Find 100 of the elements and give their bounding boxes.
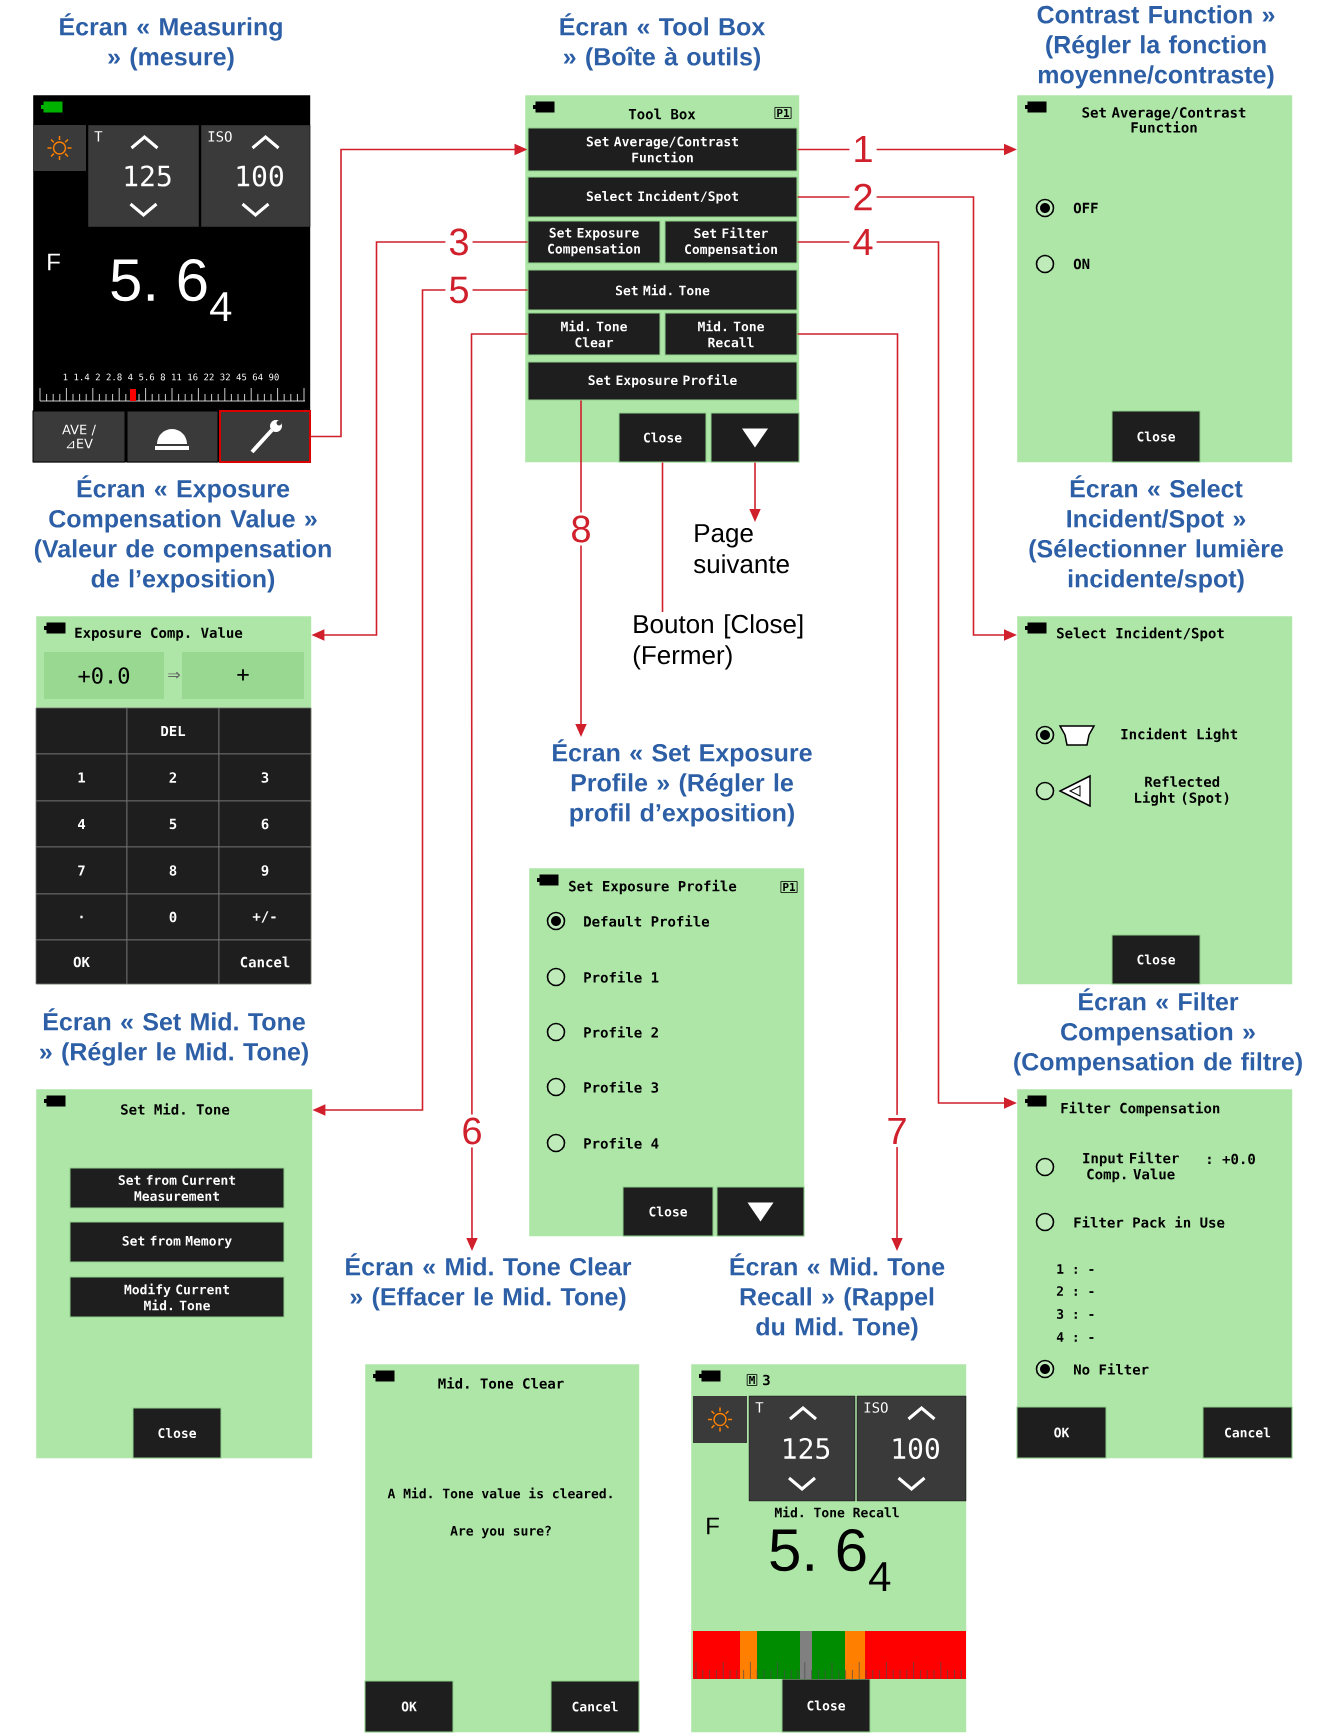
screen-heading: Écran « Set Mid. Tone » (Régler le Mid. Tone) — [39, 1008, 308, 1066]
button: Set Exposure Profile — [527, 361, 798, 401]
screen-heading: Contrast Function » (Régler la fonction moyenne/contraste) — [1037, 5, 1275, 89]
edge-label: 7 — [883, 1114, 911, 1148]
button: Close — [1111, 934, 1201, 985]
edge-label: 2 — [849, 180, 877, 214]
keypad-key — [218, 707, 312, 755]
button: Set Filter Compensation — [664, 220, 798, 264]
keypad-key: 2 — [126, 753, 220, 802]
page-indicator: P1 — [780, 881, 798, 893]
button: Cancel — [1202, 1406, 1293, 1459]
filter-slot-label: 3 : - — [1057, 1309, 1094, 1319]
filter-slot-label: 1 : - — [1057, 1264, 1094, 1274]
screen-heading: Écran « Mid. Tone Clear » (Effacer le Mid. Tone) — [346, 1253, 632, 1311]
option-label: Reflected Light (Spot) — [1135, 776, 1229, 806]
option-label: Profile 1 — [584, 971, 659, 983]
button: Close — [132, 1407, 222, 1459]
button: Close — [618, 412, 707, 463]
message-text: A Mid. Tone value is cleared. — [387, 1487, 612, 1499]
keypad-key: Cancel — [218, 939, 312, 985]
edge-label: 6 — [458, 1114, 486, 1148]
option-label: Profile 3 — [584, 1081, 659, 1093]
message-text: Are you sure? — [450, 1525, 551, 1539]
memory-indicator: M — [746, 1374, 758, 1386]
keypad-key: 5 — [126, 800, 220, 848]
button: Close — [1111, 410, 1201, 463]
aperture-value: 5. 6$_{4}$ — [770, 1528, 891, 1592]
keypad-key — [126, 939, 220, 985]
value-field: +0.0 — [44, 652, 164, 699]
button: AVE / ⊿EV — [32, 410, 126, 463]
value-panel: ISO 100 — [200, 124, 311, 228]
button: Close — [781, 1678, 871, 1733]
keypad-key: 8 — [126, 846, 220, 895]
button: Close — [622, 1186, 714, 1237]
annotation-text: Page suivante — [693, 524, 789, 574]
mode-label: Mid. Tone Recall — [774, 1506, 899, 1518]
value-field: + — [182, 652, 304, 699]
value-panel: T 125 — [87, 124, 200, 228]
f-label: F — [707, 1517, 719, 1535]
keypad-key: 1 — [35, 753, 128, 802]
button: Modify Current Mid. Tone — [69, 1276, 285, 1318]
screen-heading: Écran « Tool Box » (Boîte à outils) — [560, 13, 766, 71]
screen-title: Filter Compensation — [1061, 1101, 1220, 1117]
option-label: Incident Light — [1121, 727, 1238, 743]
keypad-key: DEL — [126, 707, 220, 755]
keypad-key: OK — [35, 939, 128, 985]
screen-title: Mid. Tone Clear — [438, 1377, 564, 1389]
arrow-symbol: ⇒ — [168, 671, 180, 679]
button: Set Mid. Tone — [527, 269, 798, 311]
f-label: F — [48, 253, 60, 271]
value-text: : +0.0 — [1208, 1153, 1255, 1165]
annotation-text: Bouton [Close] (Fermer) — [633, 614, 803, 670]
button: Set from Memory — [69, 1221, 285, 1263]
edge-label: 3 — [445, 225, 473, 259]
keypad-key: 0 — [126, 893, 220, 941]
scale-numbers: 1 1.4 2 2.8 4 5.6 8 11 16 22 32 45 64 90 — [63, 373, 279, 381]
screen-title: Set Mid. Tone — [121, 1103, 230, 1115]
edge-label: 8 — [567, 512, 595, 546]
keypad-key: 3 — [218, 753, 312, 802]
screen-title: Tool Box — [628, 108, 696, 120]
button: Mid. Tone Clear — [527, 312, 661, 356]
option-label: Default Profile — [584, 915, 710, 927]
keypad-key: 7 — [35, 846, 128, 895]
screen-heading: Écran « Mid. Tone Recall » (Rappel du Mid. Tone) — [730, 1253, 945, 1341]
screen-title: Set Average/Contrast Function — [1082, 107, 1246, 133]
keypad-key: +/- — [218, 893, 312, 941]
screen-heading: Écran « Exposure Compensation Value » (Valeur de compensation de l’exposition) — [34, 475, 331, 593]
button: Set Average/Contrast Function — [527, 127, 798, 172]
keypad-key: 4 — [35, 800, 128, 848]
button: OK — [364, 1680, 454, 1733]
aperture-value: 5. 6$_{4}$ — [111, 258, 232, 322]
option-label: Profile 2 — [584, 1026, 658, 1038]
option-label: Profile 4 — [584, 1137, 659, 1149]
screen-title: Exposure Comp. Value — [75, 627, 243, 641]
option-label: Filter Pack in Use — [1074, 1216, 1225, 1228]
screen-title: Select Incident/Spot — [1057, 626, 1224, 642]
button: Mid. Tone Recall — [664, 312, 798, 356]
keypad-key: 9 — [218, 846, 312, 895]
button: Select Incident/Spot — [527, 176, 798, 218]
screen-heading: Écran « Filter Compensation » (Compensation de filtre) — [1014, 988, 1302, 1076]
screen-title: Set Exposure Profile — [569, 879, 737, 895]
keypad-key: . — [35, 893, 128, 941]
button: Set Exposure Compensation — [527, 220, 661, 264]
edge-label: 5 — [445, 273, 473, 307]
filter-slot-label: 2 : - — [1056, 1286, 1094, 1296]
filter-slot-label: 4 : - — [1056, 1332, 1094, 1342]
option-label: No Filter — [1074, 1363, 1149, 1375]
button: OK — [1016, 1406, 1107, 1459]
screen-heading: Écran « Measuring » (mesure) — [60, 13, 282, 71]
leader-line — [661, 461, 664, 613]
page-indicator: P1 — [774, 107, 792, 119]
button: Cancel — [550, 1680, 640, 1733]
value-panel: T 125 — [748, 1395, 856, 1502]
edge-label: 4 — [849, 225, 877, 259]
option-label: Input Filter Comp. Value — [1083, 1151, 1179, 1183]
screen-heading: Écran « Set Exposure Profile » (Régler le profil d’exposition) — [553, 739, 812, 827]
option-label: ON — [1073, 258, 1090, 270]
value-panel: ISO 100 — [856, 1395, 967, 1502]
edge-label: 1 — [849, 132, 877, 166]
keypad-key: 6 — [218, 800, 312, 848]
